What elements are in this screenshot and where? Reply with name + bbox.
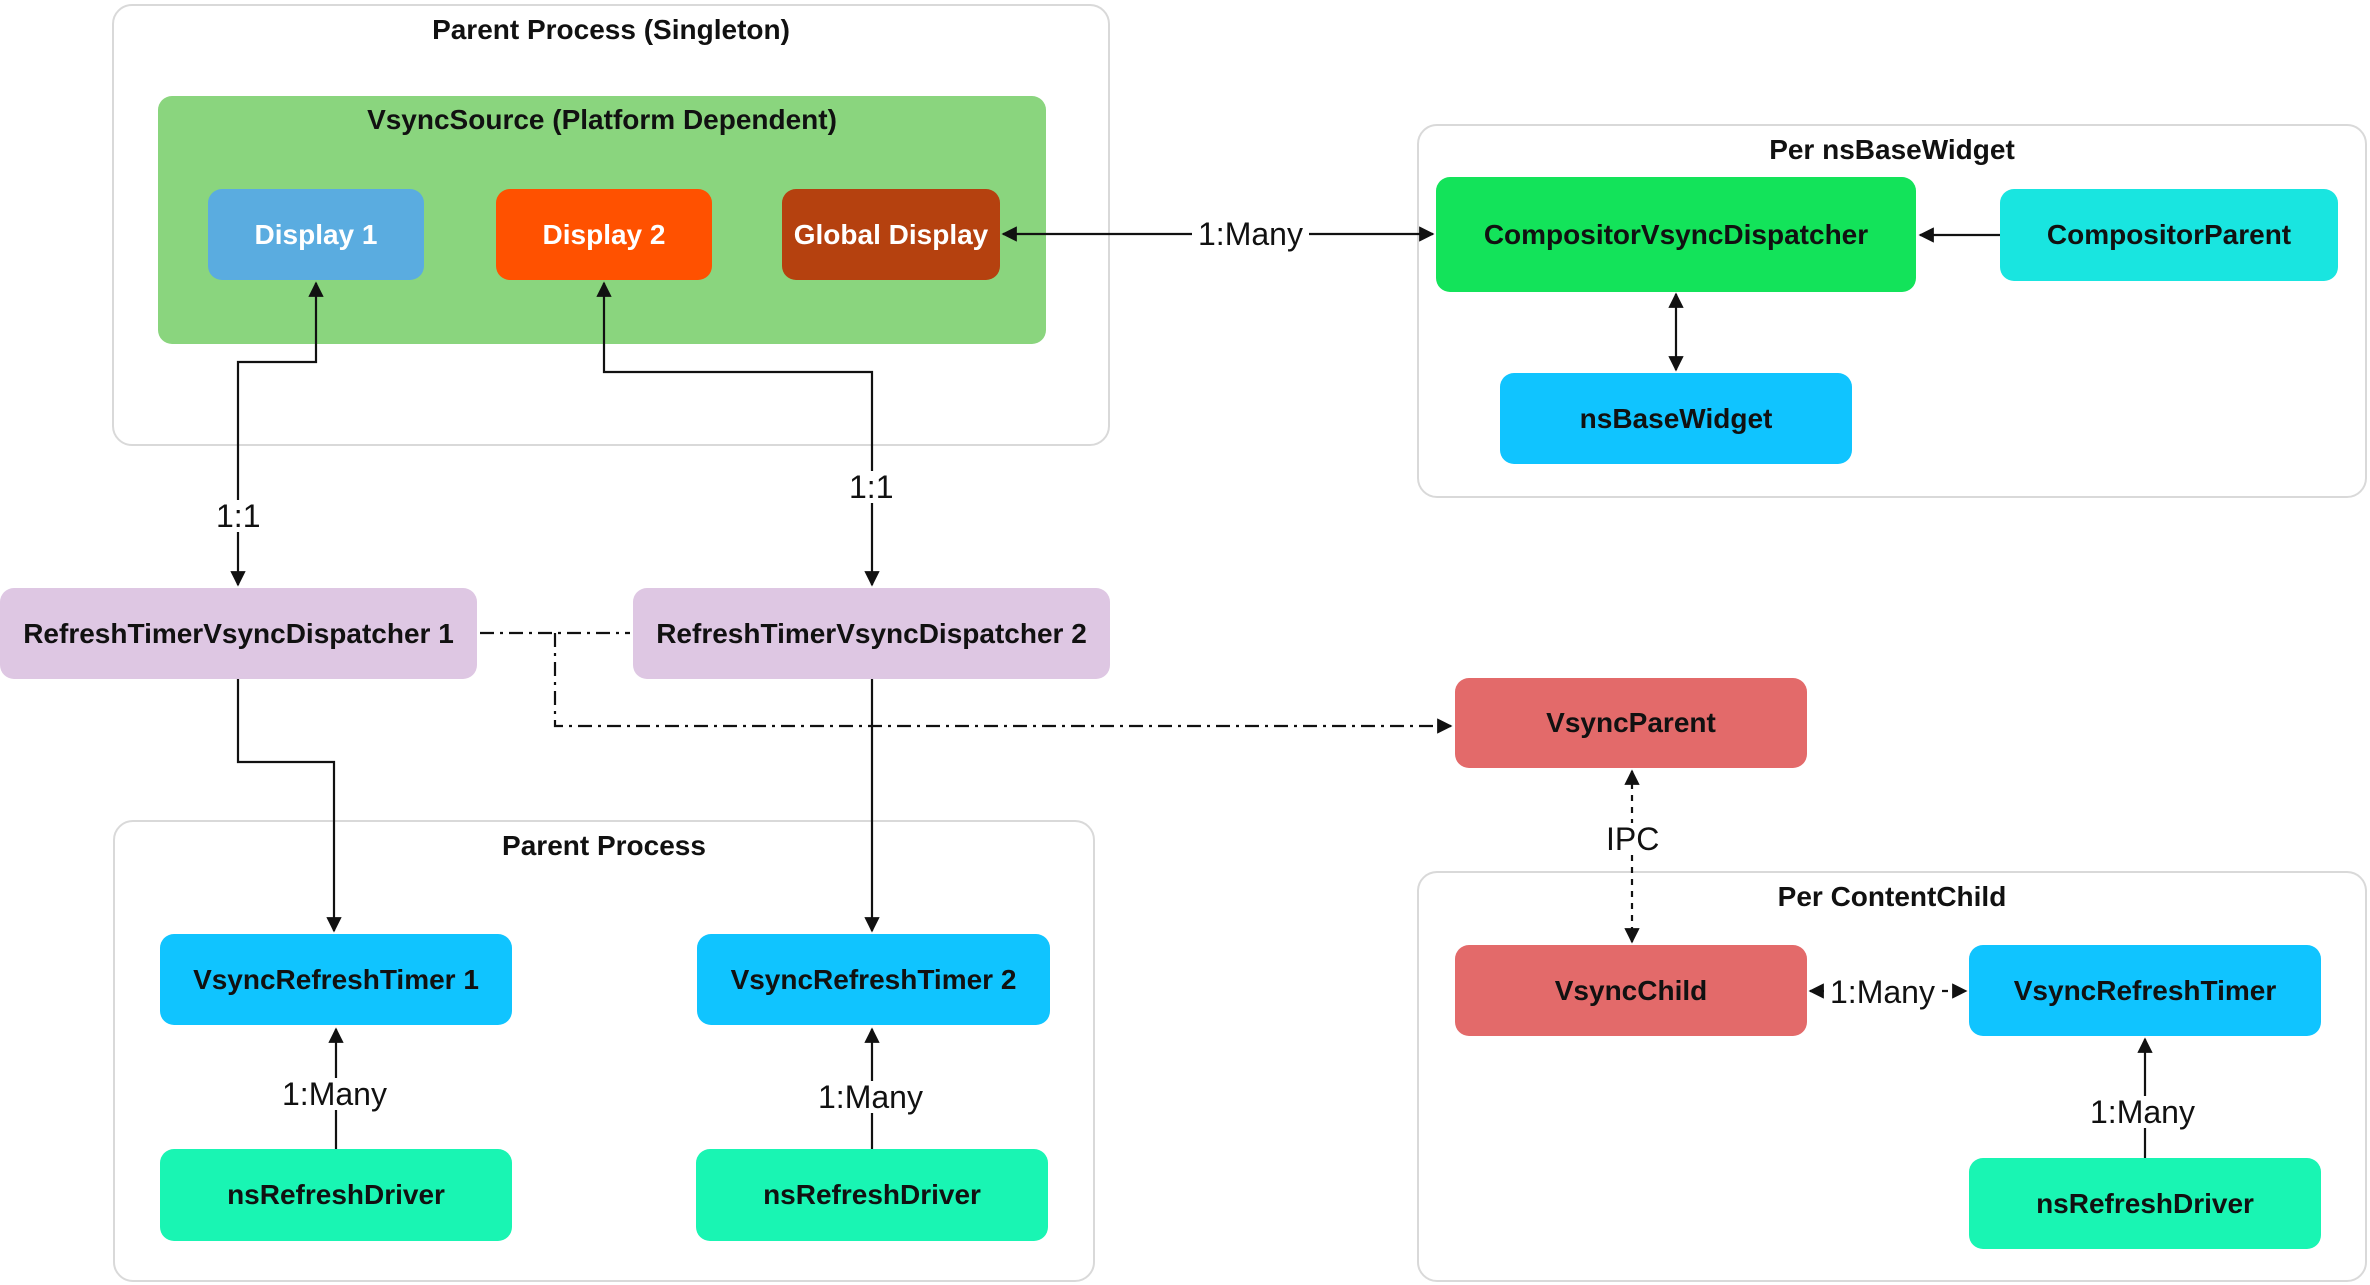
edge-display2-rtvd2 [596,281,880,587]
edge-rtvd-vsyncparent [553,633,1453,734]
per-nsbasewidget-title: Per nsBaseWidget [1769,134,2015,165]
parent-process-title: Parent Process [502,830,706,861]
vsync-refresh-timer-child-node: VsyncRefreshTimer [1969,945,2321,1036]
display-2-node: Display 2 [496,189,712,280]
vsync-parent-node: VsyncParent [1455,678,1807,768]
label-display2-rtvd2: 1:1 [843,471,900,503]
label-display1-rtvd1: 1:1 [210,500,267,532]
ns-base-widget-node: nsBaseWidget [1500,373,1852,464]
label-vrt-nsrd3: 1:Many [2084,1096,2201,1128]
edge-rtvd1-vrt1 [236,679,342,933]
display-1-node: Display 1 [208,189,424,280]
label-vrt1-nsrd1: 1:Many [276,1078,393,1110]
vsync-refresh-timer-2-node: VsyncRefreshTimer 2 [697,934,1050,1025]
compositor-parent-node: CompositorParent [2000,189,2338,281]
parent-process-singleton-title: Parent Process (Singleton) [432,14,790,45]
refresh-timer-vsync-dispatcher-2-node: RefreshTimerVsyncDispatcher 2 [633,588,1110,679]
compositor-vsync-dispatcher-node: CompositorVsyncDispatcher [1436,177,1916,292]
per-contentchild-title: Per ContentChild [1777,881,2007,912]
label-vsyncchild-vrtchild: 1:Many [1824,976,1941,1008]
vsync-source-title: VsyncSource (Platform Dependent) [367,104,837,135]
refresh-timer-vsync-dispatcher-1-node: RefreshTimerVsyncDispatcher 1 [0,588,477,679]
label-ipc: IPC [1600,823,1666,855]
ns-refresh-driver-3-node: nsRefreshDriver [1969,1158,2321,1249]
vsync-child-node: VsyncChild [1455,945,1807,1036]
ns-refresh-driver-2-node: nsRefreshDriver [696,1149,1048,1241]
vsync-refresh-timer-1-node: VsyncRefreshTimer 1 [160,934,512,1025]
ns-refresh-driver-1-node: nsRefreshDriver [160,1149,512,1241]
global-display-node: Global Display [782,189,1000,280]
edge-display1-rtvd1 [230,281,324,587]
label-global-compositor: 1:Many [1192,218,1309,250]
label-vrt2-nsrd2: 1:Many [812,1081,929,1113]
